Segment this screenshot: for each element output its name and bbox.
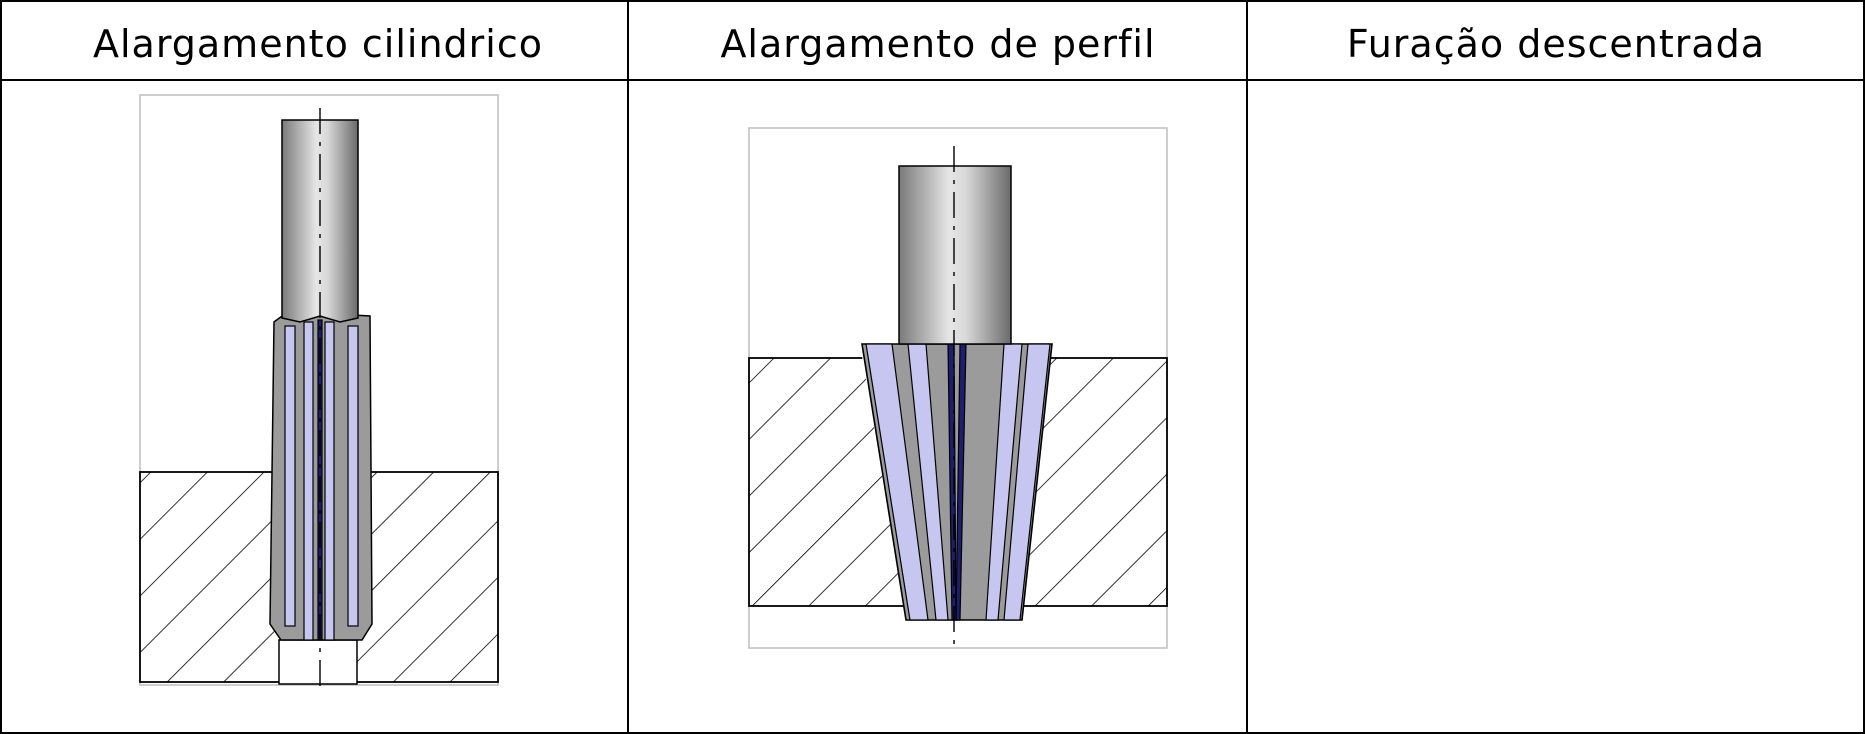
header-cylindrical-reaming: Alargamento cilindrico	[93, 22, 543, 66]
header-profile-reaming: Alargamento de perfil	[720, 22, 1155, 66]
flute	[865, 343, 929, 621]
flute	[1003, 343, 1051, 621]
flute	[985, 343, 1023, 621]
hole-bottom	[278, 639, 358, 685]
flute	[347, 325, 359, 627]
profile-reamer-illustration	[748, 127, 1168, 652]
reamer-shank	[898, 165, 1012, 345]
flute	[324, 321, 335, 641]
flute	[303, 321, 314, 641]
flute	[284, 325, 296, 627]
cylindrical-reamer-illustration	[139, 94, 499, 690]
header-off-center-drilling: Furação descentrada	[1347, 22, 1765, 66]
